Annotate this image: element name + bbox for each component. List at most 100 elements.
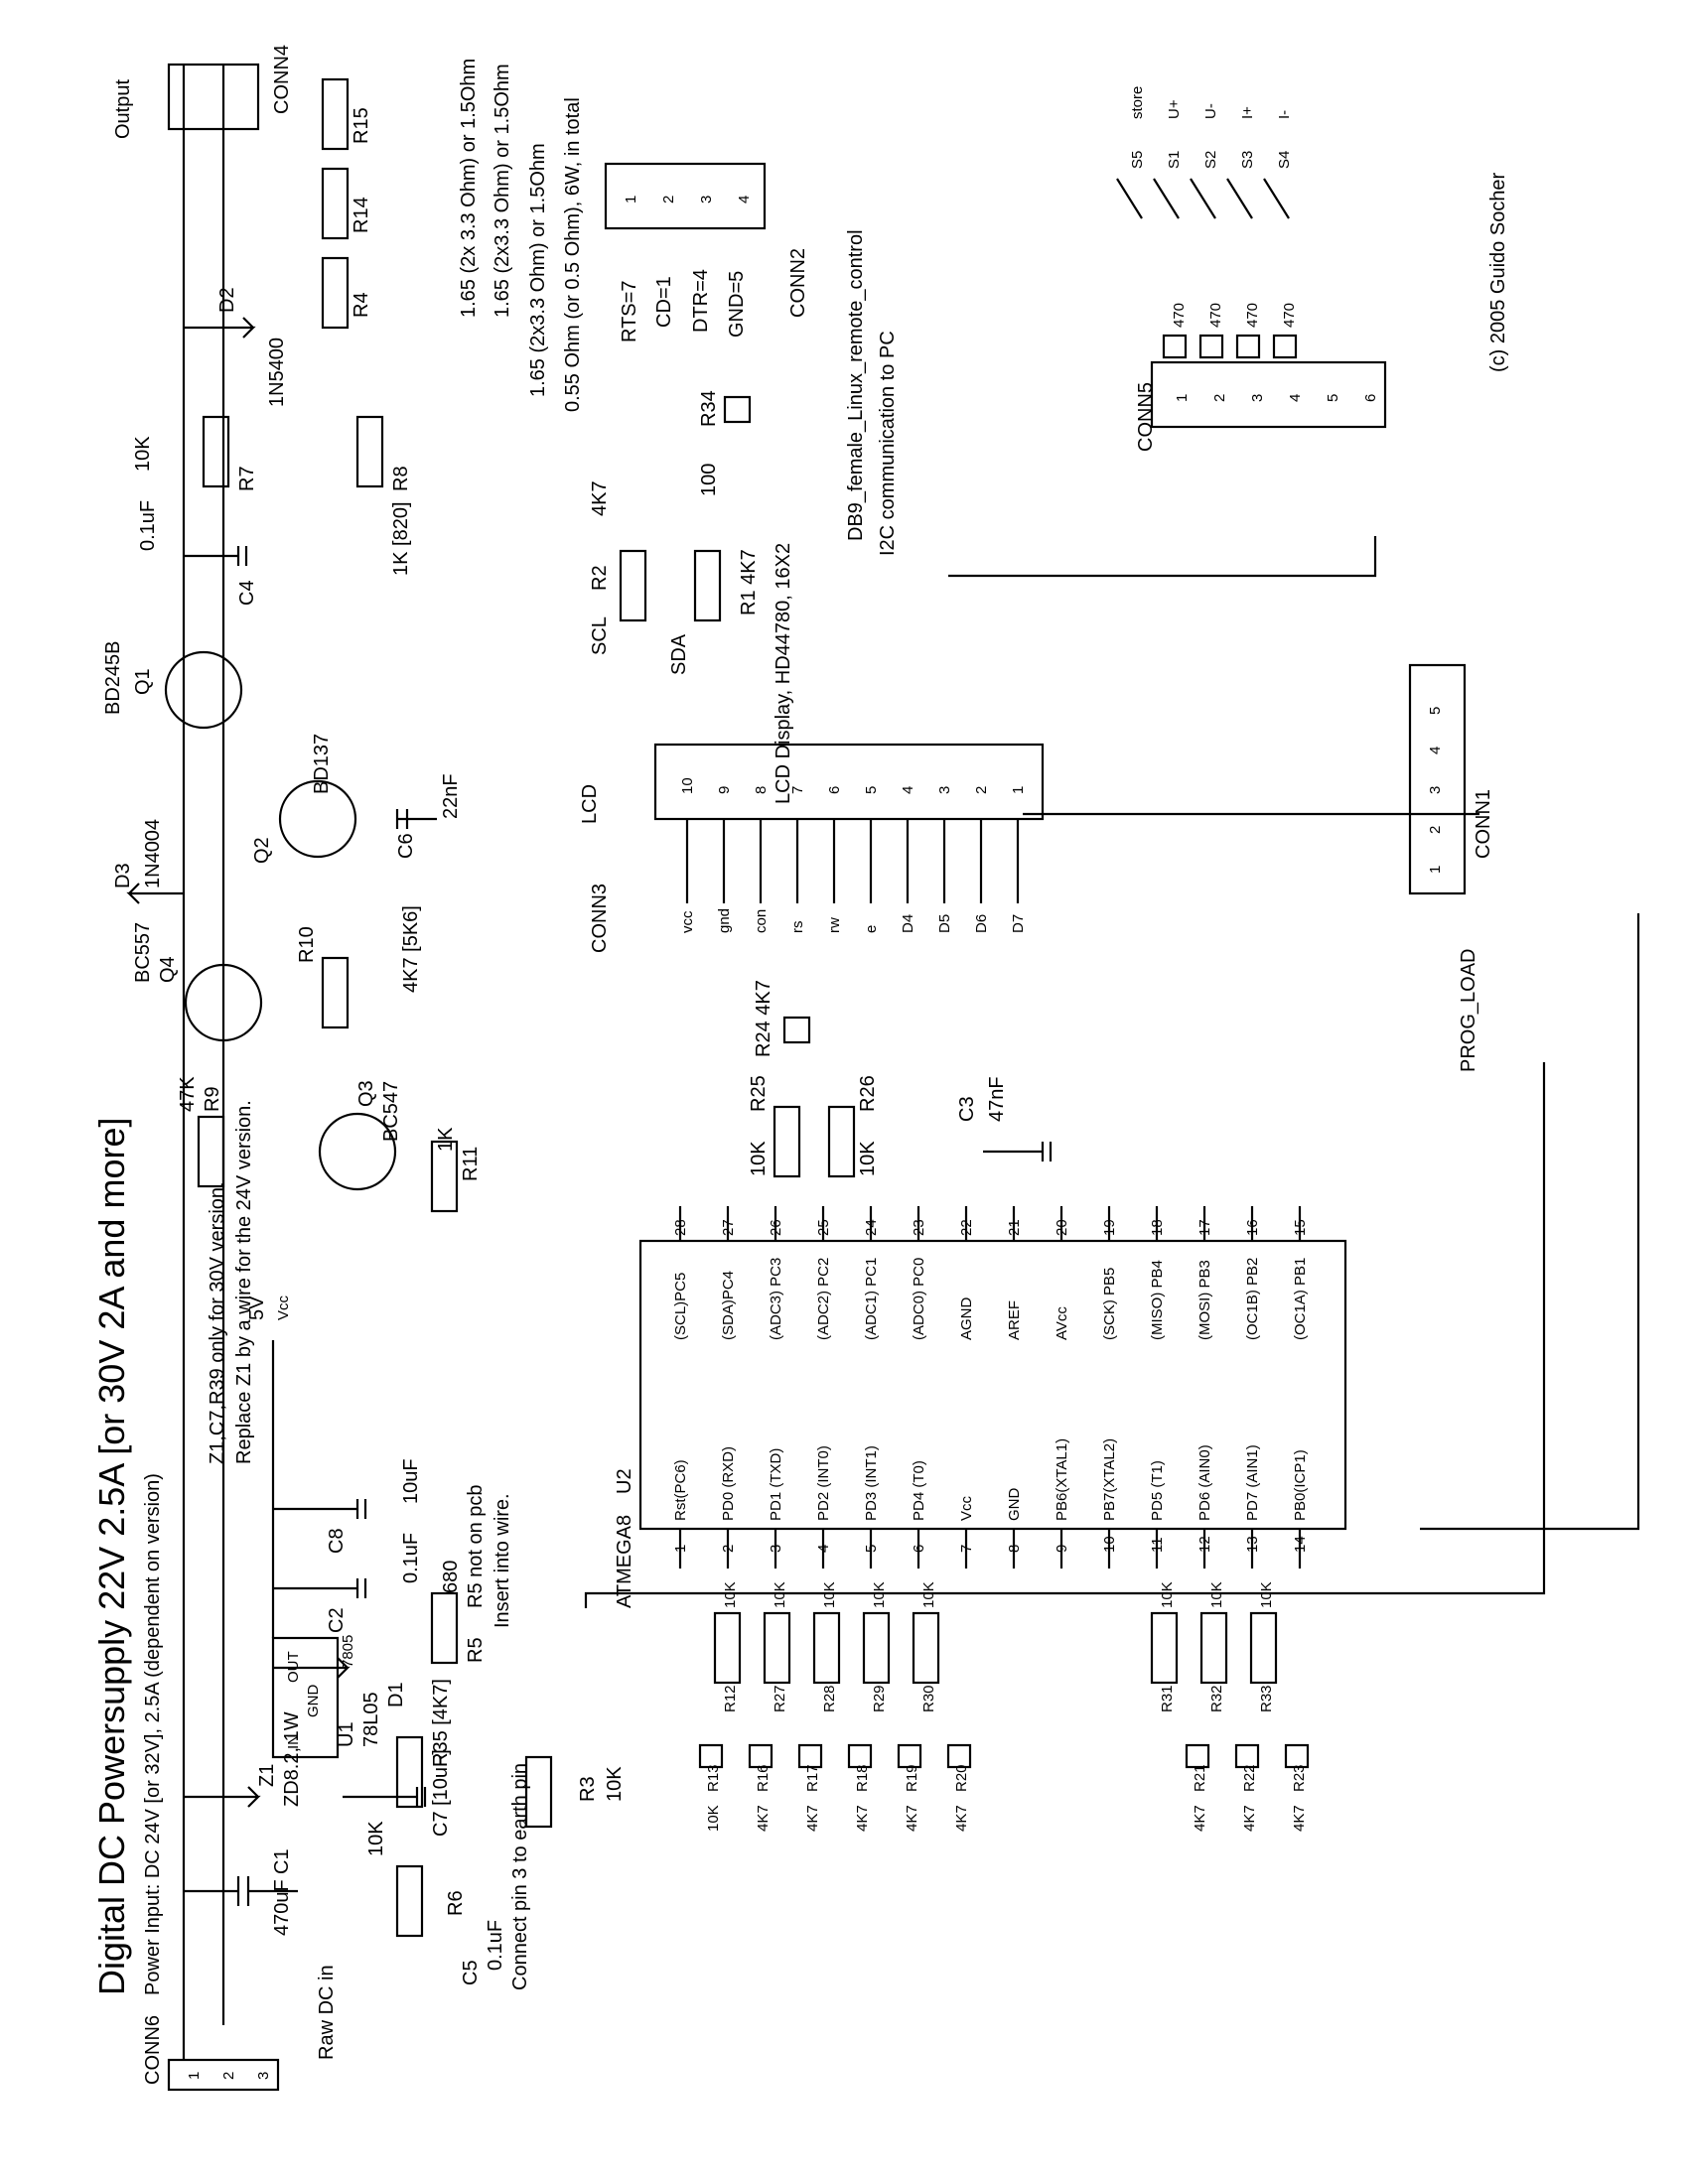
vcc-5v-label: 5V bbox=[246, 1296, 268, 1320]
r35-label: R35 [4K7] bbox=[430, 1679, 452, 1767]
bank-resistor-upper bbox=[763, 1611, 791, 1685]
lcd-pin-number: 1 bbox=[1010, 786, 1027, 794]
bank-resistor-lower bbox=[698, 1743, 724, 1769]
q3-value: BC547 bbox=[380, 1081, 402, 1142]
r2-value: 4K7 bbox=[589, 480, 611, 516]
r7-body bbox=[202, 415, 230, 488]
bank-resistor-lower bbox=[1284, 1743, 1310, 1769]
r10-body bbox=[321, 956, 350, 1029]
u1-in: IN bbox=[285, 1734, 302, 1749]
conn2-pin: 1 bbox=[623, 196, 639, 204]
r5-label: R5 bbox=[465, 1637, 487, 1663]
c3-symbol bbox=[983, 1142, 1053, 1161]
bank-resistor-upper bbox=[713, 1611, 742, 1685]
bank-resistor-lower-name: R21 bbox=[1192, 1764, 1208, 1792]
bank-resistor-lower bbox=[748, 1743, 774, 1769]
bank-resistor-upper-name: R30 bbox=[920, 1685, 937, 1712]
raw-dc-label: Raw DC in bbox=[316, 1965, 338, 2060]
bank-resistor-upper-value: 10K bbox=[821, 1581, 838, 1608]
bank-resistor-upper-name: R31 bbox=[1159, 1685, 1176, 1712]
bank-resistor-lower-name: R18 bbox=[854, 1764, 871, 1792]
c8-label: C8 bbox=[326, 1528, 348, 1554]
z1-label: Z1 bbox=[256, 1764, 278, 1787]
lcd-signal-label: e bbox=[863, 925, 880, 933]
c3-label: C3 bbox=[956, 1096, 978, 1122]
rts-label: RTS=7 bbox=[619, 281, 640, 342]
bank-resistor-upper bbox=[812, 1611, 841, 1685]
u2-value: ATMEGA8 bbox=[614, 1515, 635, 1608]
power-input-note: Power Input: DC 24V [or 32V], 2.5A (depe… bbox=[142, 1473, 164, 1995]
bank-resistor-lower-value: 4K7 bbox=[1291, 1805, 1308, 1832]
c1-symbol bbox=[184, 1876, 298, 1906]
bank-resistor-upper-name: R28 bbox=[821, 1685, 838, 1712]
bank-resistor-lower-name: R23 bbox=[1291, 1764, 1308, 1792]
c2-value: 0.1uF bbox=[400, 1533, 422, 1583]
bank-resistor-upper-value: 10K bbox=[871, 1581, 888, 1608]
conn5-pin: 3 bbox=[1249, 394, 1266, 402]
u1-label: U1 bbox=[336, 1721, 357, 1747]
bank-resistor-upper bbox=[1150, 1611, 1179, 1685]
bank-resistor-lower-value: 4K7 bbox=[953, 1805, 970, 1832]
bank-resistor-upper-value: 10K bbox=[1208, 1581, 1225, 1608]
lcd-pin-number: 3 bbox=[936, 786, 953, 794]
schematic-title: Digital DC Powersupply 22V 2.5A [or 30V … bbox=[91, 1118, 132, 1995]
switch-label: U- bbox=[1202, 103, 1219, 119]
r11-body bbox=[430, 1140, 459, 1213]
conn1-pin: 1 bbox=[1427, 866, 1444, 874]
bank-resistor-lower-value: 4K7 bbox=[1241, 1805, 1258, 1832]
conn2-label: CONN2 bbox=[787, 248, 809, 318]
mcu-left-pin-name: PD2 (INT0) bbox=[815, 1445, 832, 1521]
bank-resistor-upper-value: 10K bbox=[772, 1581, 788, 1608]
mcu-right-pin-name: (SCK) PB5 bbox=[1101, 1268, 1118, 1340]
r10-value: 4K7 [5K6] bbox=[400, 905, 422, 993]
bank-resistor-lower-value: 4K7 bbox=[1192, 1805, 1208, 1832]
switch-resistor-value: 470 bbox=[1171, 303, 1188, 328]
lcd-signal-label: gnd bbox=[716, 908, 733, 933]
r9-body bbox=[197, 1115, 225, 1188]
r11-value: 1K bbox=[435, 1127, 457, 1152]
q1-label: Q1 bbox=[132, 668, 154, 695]
u1-value: 78L05 bbox=[360, 1692, 382, 1747]
u2-atmega8 bbox=[638, 1239, 1347, 1531]
switch-label: I- bbox=[1276, 110, 1293, 119]
c6-value: 22nF bbox=[440, 773, 462, 819]
shunt-total-note: 0.55 Ohm (or 0.5 Ohm), 6W, in total bbox=[562, 97, 584, 412]
switch-contact bbox=[1190, 178, 1216, 219]
wire-bus-3 bbox=[948, 536, 1377, 578]
c3-value: 47nF bbox=[986, 1076, 1008, 1122]
r11-label: R11 bbox=[460, 1147, 482, 1181]
r8-value: 1K [820] bbox=[390, 501, 412, 576]
mcu-left-pin-name: Rst(PC6) bbox=[672, 1459, 689, 1521]
switch-contact bbox=[1153, 178, 1180, 219]
z1-note-2: Replace Z1 by a wire for the 24V version… bbox=[233, 1100, 255, 1464]
switch-resistor-value: 470 bbox=[1281, 303, 1298, 328]
r25-value: 10K bbox=[748, 1141, 770, 1176]
conn5-label: CONN5 bbox=[1135, 382, 1157, 452]
mcu-right-pin-name: (MOSI) PB3 bbox=[1196, 1260, 1213, 1340]
switch-name: S3 bbox=[1239, 151, 1256, 169]
conn5-pin: 4 bbox=[1287, 394, 1304, 402]
conn6 bbox=[167, 2058, 280, 2092]
c8-value: 10uF bbox=[400, 1458, 422, 1504]
conn5-pin: 2 bbox=[1211, 394, 1228, 402]
r2-label: R2 bbox=[589, 565, 611, 591]
conn5-pin: 6 bbox=[1362, 394, 1379, 402]
bank-resistor-lower bbox=[847, 1743, 873, 1769]
bank-resistor-upper-name: R33 bbox=[1258, 1685, 1275, 1712]
bank-resistor-lower-name: R16 bbox=[755, 1764, 772, 1792]
conn1-label: CONN1 bbox=[1473, 789, 1494, 859]
r5-note-1: R5 not on pcb bbox=[465, 1484, 487, 1608]
u2-label: U2 bbox=[614, 1468, 635, 1494]
q3-label: Q3 bbox=[355, 1080, 377, 1107]
bank-resistor-lower-value: 4K7 bbox=[804, 1805, 821, 1832]
d1-symbol bbox=[273, 1657, 351, 1679]
r25-label: R25 bbox=[748, 1075, 770, 1112]
bank-resistor-lower-value: 4K7 bbox=[854, 1805, 871, 1832]
bank-resistor-lower bbox=[1234, 1743, 1260, 1769]
c8-symbol bbox=[273, 1499, 367, 1519]
mcu-left-pin-name: PD0 (RXD) bbox=[720, 1446, 737, 1521]
c7-label: C7 [10uF] bbox=[430, 1749, 452, 1837]
sda-label: SDA bbox=[668, 633, 690, 675]
r15-note: 1.65 (2x 3.3 Ohm) or 1.5Ohm bbox=[458, 59, 480, 318]
lcd-signal-label: D4 bbox=[900, 914, 916, 933]
